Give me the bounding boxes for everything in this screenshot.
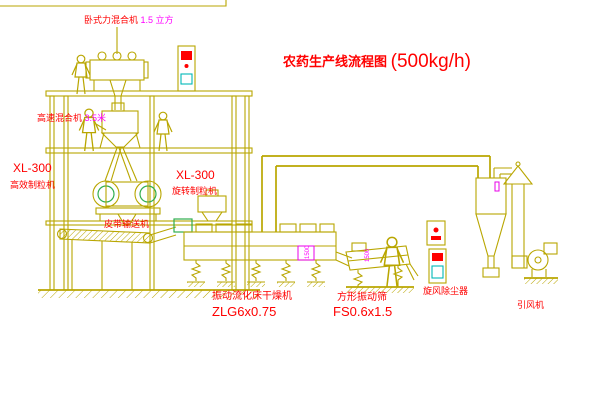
induced-draft-fan bbox=[524, 242, 558, 284]
exhaust-stack bbox=[502, 161, 534, 269]
label-fluid-bed-model: ZLG6x0.75 bbox=[212, 304, 276, 319]
vibrating-screen bbox=[345, 242, 419, 293]
label-granulator-left-model: XL-300 bbox=[13, 161, 52, 175]
leader-line bbox=[95, 123, 107, 131]
page-title: 农药生产线流程图 (500kg/h) bbox=[282, 51, 471, 72]
control-panel-1 bbox=[177, 45, 196, 92]
title-capacity: (500kg/h) bbox=[391, 51, 471, 72]
ground-hatching bbox=[38, 290, 260, 298]
granulator-left bbox=[92, 180, 162, 225]
high-speed-mixer bbox=[99, 102, 141, 182]
title-main: 农药生产线流程图 bbox=[282, 54, 387, 69]
label-screen-name: 方形振动筛 bbox=[337, 290, 387, 303]
label-granulator-right-model: XL-300 bbox=[176, 168, 215, 182]
building-frame bbox=[38, 90, 260, 298]
exhaust-duct bbox=[261, 155, 491, 232]
drawing-frame bbox=[0, 0, 227, 7]
cyclone-separator bbox=[475, 167, 512, 278]
dimension-mark bbox=[494, 181, 500, 192]
person-figure bbox=[153, 111, 173, 152]
dimension-text: 1500 bbox=[365, 248, 371, 262]
label-high-speed-mixer: 高速混合机 3.5米 bbox=[37, 112, 106, 123]
dimension-text: 1500 bbox=[305, 245, 311, 259]
label-granulator-left-name: 高效制粒机 bbox=[10, 179, 55, 190]
control-panel-3 bbox=[428, 248, 447, 284]
fluid-bed-dryer bbox=[173, 218, 353, 287]
label-cyclone: 旋风除尘器 bbox=[423, 285, 468, 296]
label-fan: 引风机 bbox=[517, 299, 544, 310]
granulator-right bbox=[197, 189, 227, 222]
belt-conveyor bbox=[56, 226, 177, 290]
horizontal-mixer bbox=[85, 51, 149, 110]
label-screen-model: FS0.6x1.5 bbox=[333, 304, 392, 319]
label-horizontal-mixer: 卧式力混合机 1.5 立方 bbox=[84, 14, 174, 25]
label-granulator-right-name: 旋转制粒机 bbox=[172, 185, 217, 196]
label-belt-conveyor: 皮带输送机 bbox=[104, 218, 149, 229]
person-figure bbox=[71, 54, 91, 95]
label-fluid-bed-name: 振动流化床干燥机 bbox=[212, 289, 292, 302]
control-panel-2 bbox=[426, 220, 446, 246]
person-figure bbox=[379, 236, 405, 288]
